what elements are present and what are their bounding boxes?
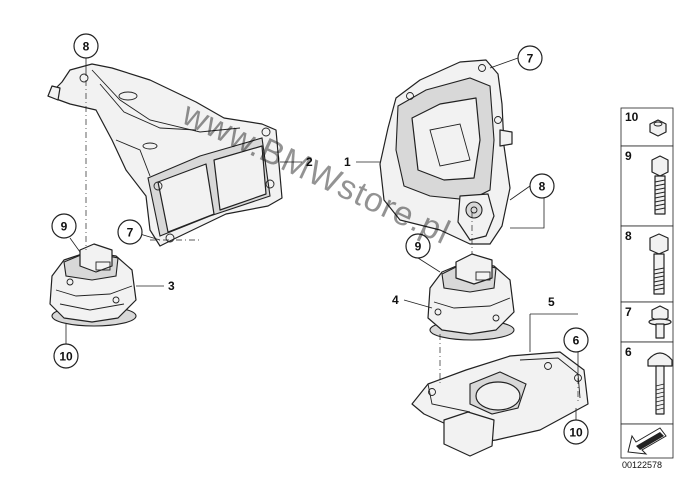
callout-7-left-bracket: 7	[117, 219, 143, 245]
callout-9-left-mount: 9	[51, 213, 77, 239]
callout-8-right-bracket: 8	[529, 173, 555, 199]
label-part-3: 3	[168, 279, 175, 293]
svg-text:9: 9	[415, 240, 422, 254]
side-item-8-num: 8	[625, 229, 632, 243]
label-part-5: 5	[548, 295, 555, 309]
flange-bolt-icon	[648, 305, 672, 339]
side-item-7-num: 7	[625, 305, 632, 319]
direction-arrow-icon	[627, 427, 667, 455]
stud-bolt-icon	[651, 155, 669, 215]
callout-9-right-mount: 9	[405, 233, 431, 259]
callout-6-plate: 6	[563, 327, 589, 353]
engine-mount-left	[49, 243, 137, 327]
engine-bracket-right	[379, 59, 513, 245]
label-part-4: 4	[392, 293, 399, 307]
svg-text:8: 8	[83, 40, 90, 54]
side-item-10-num: 10	[625, 110, 639, 124]
svg-text:8: 8	[539, 180, 546, 194]
nut-icon	[649, 119, 667, 137]
side-item-6-num: 6	[625, 345, 632, 359]
svg-text:10: 10	[59, 350, 73, 364]
callout-8-top-left: 8	[73, 33, 99, 59]
label-part-1: 1	[344, 155, 351, 169]
callout-10-plate: 10	[563, 419, 589, 445]
svg-text:7: 7	[527, 52, 534, 66]
engine-mount-right	[427, 253, 515, 341]
side-item-9-num: 9	[625, 149, 632, 163]
diagram-id: 00122578	[622, 460, 663, 470]
alignment-lines	[85, 80, 579, 404]
round-head-bolt-icon	[647, 352, 673, 415]
mount-carrier-plate	[411, 351, 589, 457]
hex-bolt-icon	[649, 233, 669, 295]
leader-lines	[65, 57, 579, 422]
engine-bracket-left	[47, 63, 283, 247]
callout-7-right-bracket: 7	[517, 45, 543, 71]
svg-text:6: 6	[573, 334, 580, 348]
svg-text:10: 10	[569, 426, 583, 440]
svg-text:9: 9	[61, 220, 68, 234]
callout-10-left-mount: 10	[53, 343, 79, 369]
fastener-panel: 10 9 8 7 6	[620, 107, 674, 459]
svg-text:7: 7	[127, 226, 134, 240]
label-part-2: 2	[306, 155, 313, 169]
